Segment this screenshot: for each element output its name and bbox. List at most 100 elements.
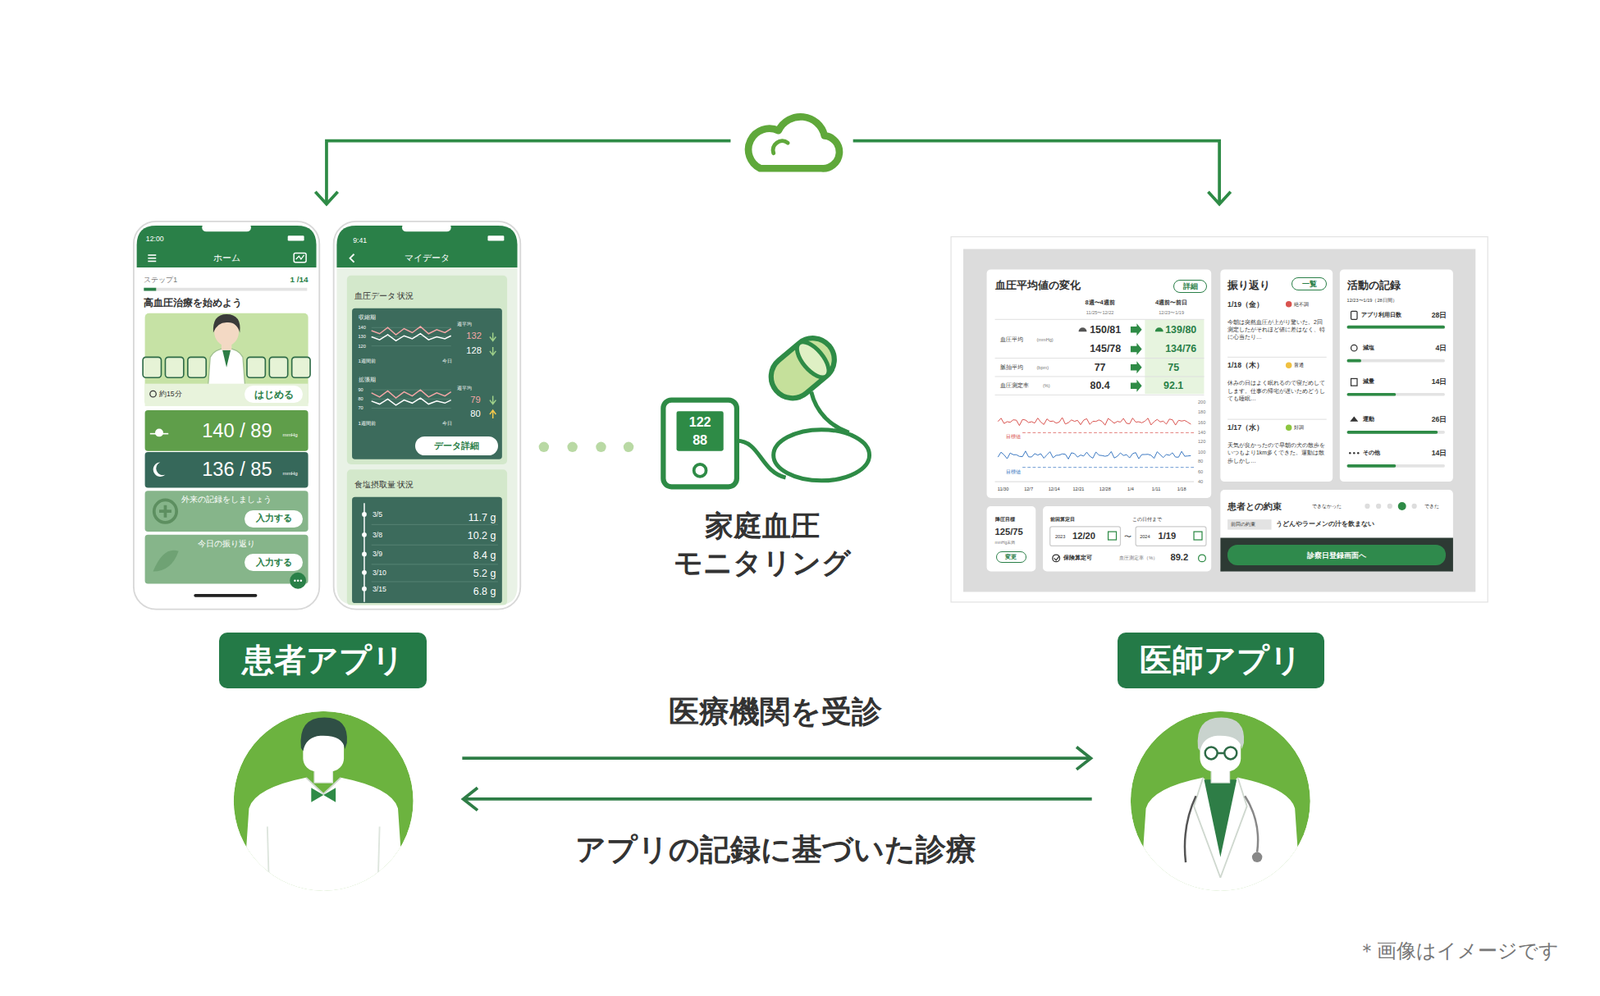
pill-box: はじめる	[244, 385, 303, 403]
label-text: 週平均	[457, 321, 472, 328]
label-text: 4日	[1435, 343, 1448, 352]
label-text: 家庭血圧 モニタリング	[667, 507, 857, 582]
label-text: 12:00	[146, 234, 165, 243]
label-text: 140	[1197, 429, 1206, 436]
label-text: 収縮期	[358, 313, 376, 321]
label-text: 〜	[1124, 532, 1132, 541]
label-text: 26日	[1431, 415, 1448, 424]
label-text: 今朝は突然血圧が上がり驚いた。2回測定したがそれほど値に差はなく、特に心当たり…	[1227, 318, 1328, 342]
label-text: 6.8 g	[473, 585, 497, 599]
cloud-sync	[315, 141, 1231, 205]
label-text: アプリの記録に基づいた診療	[575, 830, 977, 868]
node-text: 詳細	[1183, 282, 1198, 291]
label-text: 136 / 85	[201, 457, 272, 481]
label-text: mmHg	[282, 470, 298, 476]
node-text: 活動の記録	[1347, 278, 1401, 293]
node-text: 一覧	[1302, 279, 1317, 288]
label-text: 天気が良かったので早朝の犬の散歩をいつもより1km多くできた。運動は散歩しかし…	[1227, 441, 1328, 465]
label-text: 2024	[1139, 534, 1150, 540]
label-text: 血圧データ 状況	[354, 291, 415, 302]
label-text: (mmHg)	[1037, 337, 1054, 343]
pillo-box: 詳細	[1173, 279, 1207, 293]
label-text: ステップ1	[143, 275, 178, 284]
label-text: 高血圧治療を始めよう	[143, 297, 243, 310]
label-text: 79	[470, 394, 480, 406]
label-text: 好調	[1293, 424, 1304, 430]
label-text: 3/9	[372, 549, 383, 558]
chart-line	[997, 417, 1191, 426]
label-text: mmHg	[282, 431, 298, 438]
label-text: 14日	[1431, 448, 1448, 458]
label-text: 80	[470, 408, 480, 420]
label-text: 外来の記録をしましょう	[181, 494, 272, 505]
label-text: 70	[358, 405, 364, 412]
cloud-icon	[748, 116, 840, 169]
node-text: ホーム	[213, 252, 241, 264]
label-text: 90	[358, 387, 364, 394]
label-text: 血圧測定率	[1000, 382, 1029, 390]
label-text: 4週前〜前日	[1155, 299, 1188, 307]
label-text: 120	[1197, 438, 1206, 445]
label-text: 14日	[1431, 377, 1448, 386]
card-box: 患者との約束診察日登録画面へ	[1220, 489, 1454, 572]
label-text: 80.4	[1090, 379, 1111, 393]
label-text: 普通	[1293, 361, 1304, 368]
node-text: 血圧平均値の変化	[995, 278, 1081, 293]
label-text: 122	[689, 414, 712, 430]
label-text: 11.7 g	[468, 511, 497, 524]
label-text: 保険算定可	[1063, 554, 1093, 563]
label-text: 1/19（金）	[1227, 299, 1264, 308]
label-text: 目標値	[1005, 434, 1021, 440]
patient-figure	[233, 711, 414, 899]
label-text: 1/11	[1152, 485, 1161, 492]
label-text: その他	[1362, 449, 1381, 458]
label-text: 1週間前	[358, 358, 376, 365]
pillo-box: 変更	[996, 551, 1027, 564]
label-text: 3/5	[372, 510, 383, 519]
label-text: 1/18	[1177, 485, 1187, 492]
label-text: 減量	[1362, 378, 1375, 386]
label-text: 医療機関を受診	[668, 692, 883, 730]
node-text: 前回算定日	[1050, 516, 1075, 522]
label-text: 脈拍平均	[1000, 363, 1024, 371]
label-text: 40	[1197, 479, 1203, 485]
label-text: 150/81	[1089, 323, 1121, 336]
label-text: 約15分	[159, 389, 183, 398]
label-text: 88	[692, 433, 708, 449]
badge-box: 医師アプリ	[1117, 632, 1325, 689]
label-text: 11/30	[997, 485, 1010, 492]
node-text: 患者との約束	[1227, 500, 1282, 512]
node-text: 医師アプリ	[1139, 641, 1303, 680]
label-text: 減塩	[1362, 344, 1375, 352]
pill-box: 入力する	[244, 510, 303, 528]
label-text: 週平均	[457, 384, 472, 391]
label-text: 拡張期	[358, 375, 376, 384]
patient-phone-home	[133, 221, 320, 610]
node-text: 入力する	[256, 513, 293, 525]
label-text: 8.4 g	[473, 548, 497, 562]
node-text: 入力する	[256, 557, 293, 568]
btn-box: 診察日登録画面へ	[1227, 544, 1446, 566]
node-text: 診察日登録画面へ	[1307, 550, 1367, 559]
bp-monitor-icon	[662, 329, 869, 488]
label-text: うどんやラーメンの汁を飲まない	[1275, 520, 1375, 529]
label-text: 12/14	[1048, 485, 1061, 492]
label-text: 140	[358, 324, 366, 331]
label-text: 11/25〜12/22	[1086, 309, 1115, 316]
label-text: 3/15	[372, 584, 387, 593]
node-text: データ詳細	[434, 440, 480, 452]
label-text: 134/76	[1165, 342, 1197, 356]
label-text: 145/78	[1089, 342, 1121, 356]
label-text: 75	[1167, 361, 1180, 374]
label-text: 食塩摂取量 状況	[354, 480, 415, 490]
label-text: 2023	[1055, 534, 1066, 540]
label-text: 60	[1197, 468, 1203, 475]
label-text: 1 /14	[289, 274, 308, 285]
label-text: 3/10	[372, 567, 387, 576]
node-text: 変更	[1005, 553, 1017, 562]
label-text: 1/17（水）	[1227, 423, 1264, 432]
label-text: 血圧測定率（%）	[1119, 555, 1158, 562]
label-text: 目標値	[1005, 468, 1021, 475]
label-text: 前回の約束	[1230, 521, 1256, 528]
